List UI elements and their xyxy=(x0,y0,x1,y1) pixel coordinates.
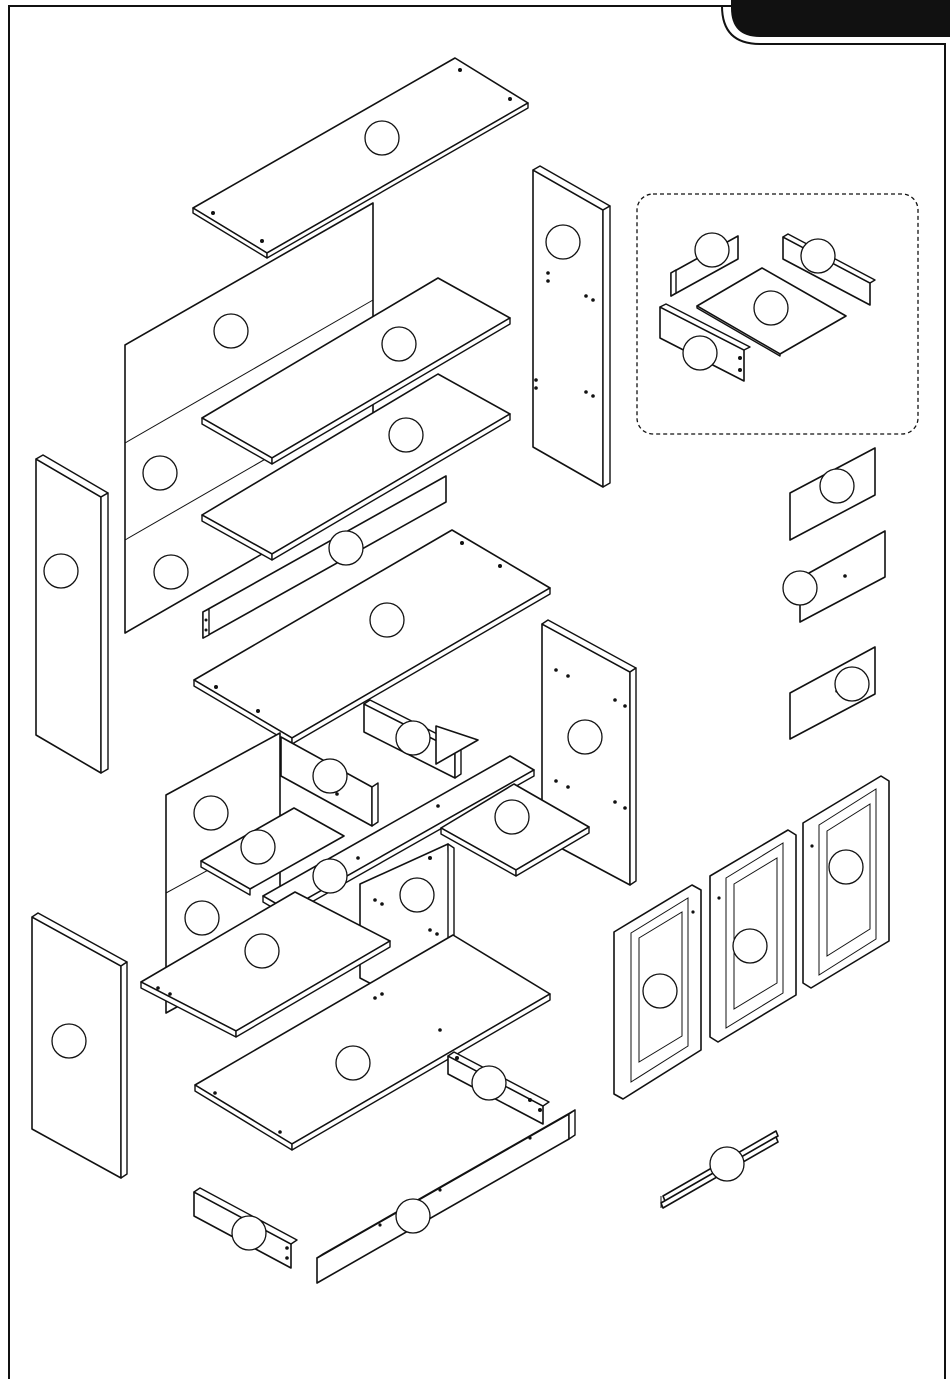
drawer-face-3 xyxy=(790,647,875,739)
part-callout xyxy=(801,239,835,273)
left-side-panel-lower xyxy=(32,913,127,1178)
part-callout xyxy=(143,456,177,490)
base-support-right xyxy=(448,1052,549,1124)
part-callout xyxy=(44,554,78,588)
part-callout xyxy=(695,233,729,267)
center-divider-upper xyxy=(364,700,478,778)
drawer-front-left xyxy=(671,233,738,296)
part-callout xyxy=(194,796,228,830)
drawer-face-2 xyxy=(783,531,885,622)
part-callout xyxy=(389,418,423,452)
part-callout xyxy=(495,800,529,834)
left-side-panel-upper xyxy=(36,455,108,773)
part-callout xyxy=(232,1216,266,1250)
part-callout xyxy=(245,934,279,968)
part-callout xyxy=(396,1199,430,1233)
part-callout xyxy=(835,667,869,701)
part-callout xyxy=(52,1024,86,1058)
part-callout xyxy=(820,469,854,503)
part-callout xyxy=(783,571,817,605)
part-callout xyxy=(313,759,347,793)
drawer-face-1 xyxy=(790,448,875,540)
part-callout xyxy=(400,878,434,912)
part-callout xyxy=(329,531,363,565)
part-callout xyxy=(754,291,788,325)
door-right xyxy=(803,776,889,988)
part-callout xyxy=(710,1147,744,1181)
part-callout xyxy=(370,603,404,637)
plinth xyxy=(317,1110,575,1283)
part-callout xyxy=(365,121,399,155)
part-callout xyxy=(336,1046,370,1080)
part-callout xyxy=(643,974,677,1008)
part-callout xyxy=(185,901,219,935)
part-callout xyxy=(829,850,863,884)
part-callout xyxy=(241,830,275,864)
part-callout xyxy=(568,720,602,754)
part-callout xyxy=(733,929,767,963)
part-callout xyxy=(382,327,416,361)
door-middle xyxy=(710,830,796,1042)
part-callout xyxy=(472,1066,506,1100)
base-support-left xyxy=(194,1188,297,1268)
right-side-panel-upper xyxy=(533,166,610,487)
part-callout xyxy=(683,336,717,370)
drawer-runner xyxy=(661,1131,778,1208)
part-callout xyxy=(154,555,188,589)
part-callout xyxy=(214,314,248,348)
drawer-assembly-group xyxy=(637,194,918,434)
part-callout xyxy=(313,859,347,893)
part-callout xyxy=(396,721,430,755)
part-callout xyxy=(546,225,580,259)
door-left xyxy=(614,885,701,1099)
